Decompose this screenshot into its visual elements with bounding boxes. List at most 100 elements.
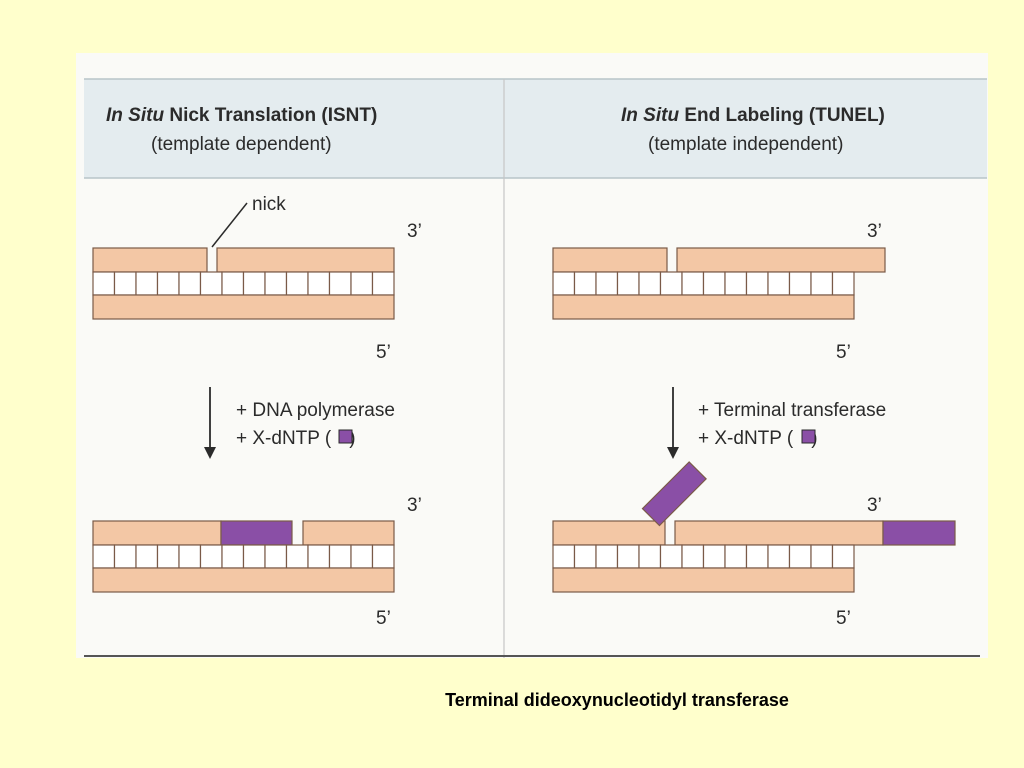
base-pair-rung (350, 271, 374, 296)
isnt-tunel-figure: In Situ Nick Translation (ISNT) (templat… (76, 53, 988, 658)
base-pair-rung (638, 544, 662, 569)
base-pair-rung (350, 544, 374, 569)
incorporated-label-block (220, 520, 293, 546)
base-pair-rung (595, 544, 619, 569)
base-pair-rung (307, 271, 331, 296)
right-step-enzyme: + Terminal transferase (698, 400, 886, 421)
base-pair-rung (745, 544, 769, 569)
base-pair-rung (285, 544, 309, 569)
left-dntp-prefix: + X-dNTP ( (236, 428, 332, 449)
base-pair-rung (113, 544, 137, 569)
base-pair-rung (264, 544, 288, 569)
base-pair-rung (328, 271, 352, 296)
base-pair-rung (573, 271, 597, 296)
left-dntp-swatch (338, 429, 353, 444)
right-title-rest: End Labeling (TUNEL) (679, 105, 885, 126)
base-pair-rung (92, 271, 116, 296)
right-down-arrow (667, 387, 679, 459)
left-title: In Situ Nick Translation (ISNT) (106, 105, 377, 126)
base-pair-rung (199, 271, 223, 296)
right-bottom-3prime: 3’ (867, 495, 882, 516)
header-band (84, 79, 987, 178)
base-pair-rung (573, 544, 597, 569)
base-pair-rung (659, 544, 683, 569)
base-pair-rung (724, 271, 748, 296)
base-pair-rung (92, 544, 116, 569)
top-strand-left-segment (92, 520, 222, 546)
base-pair-rung (831, 271, 855, 296)
base-pair-rung (285, 271, 309, 296)
base-pair-rung (371, 544, 395, 569)
base-pair-rung (788, 271, 812, 296)
right-bottom-dna (552, 461, 956, 593)
base-pair-rung (221, 271, 245, 296)
base-pair-rung (371, 271, 395, 296)
base-pair-rung (681, 544, 705, 569)
left-step-enzyme: + DNA polymerase (236, 400, 395, 421)
left-top-5prime: 5’ (376, 342, 391, 363)
top-strand-left-segment (552, 520, 666, 546)
top-strand-right-segment (676, 247, 886, 273)
base-pair-rung (135, 544, 159, 569)
base-pair-rung (638, 271, 662, 296)
base-pair-rung (724, 544, 748, 569)
tilted-label-block (641, 461, 707, 527)
base-pair-rung (178, 544, 202, 569)
base-pair-rung (113, 271, 137, 296)
base-pair-rung (221, 544, 245, 569)
left-title-rest: Nick Translation (ISNT) (164, 105, 377, 126)
base-pair-rung (242, 271, 266, 296)
left-subtitle: (template dependent) (151, 134, 332, 155)
base-pair-rung (135, 271, 159, 296)
base-pair-rung (702, 271, 726, 296)
base-pair-rung (810, 544, 834, 569)
left-title-italic: In Situ (106, 105, 164, 126)
right-subtitle: (template independent) (648, 134, 843, 155)
right-title: In Situ End Labeling (TUNEL) (621, 105, 885, 126)
right-dntp-swatch (801, 429, 816, 444)
left-bottom-5prime: 5’ (376, 608, 391, 629)
base-pair-rung (242, 544, 266, 569)
base-pair-rung (199, 544, 223, 569)
base-pair-rung (595, 271, 619, 296)
left-bottom-dna (92, 520, 395, 593)
terminal-label-block (882, 520, 956, 546)
bottom-strand (552, 294, 855, 320)
right-top-dna (552, 247, 886, 320)
base-pair-rung (702, 544, 726, 569)
base-pair-rung (552, 271, 576, 296)
top-strand-left-segment (552, 247, 668, 273)
base-pair-rung (328, 544, 352, 569)
nick-pointer (211, 202, 248, 248)
base-pair-rung (681, 271, 705, 296)
left-top-dna (92, 247, 395, 320)
top-strand-right-segment (674, 520, 884, 546)
nick-label: nick (252, 194, 286, 215)
base-pair-rung (264, 271, 288, 296)
base-pair-rung (616, 271, 640, 296)
base-pair-rung (307, 544, 331, 569)
top-strand-right-segment (216, 247, 395, 273)
base-pair-rung (156, 544, 180, 569)
base-pair-rung (552, 544, 576, 569)
base-pair-rung (810, 271, 834, 296)
bottom-strand (92, 294, 395, 320)
base-pair-rung (831, 544, 855, 569)
left-bottom-3prime: 3’ (407, 495, 422, 516)
base-pair-rung (788, 544, 812, 569)
base-pair-rung (659, 271, 683, 296)
right-title-italic: In Situ (621, 105, 679, 126)
right-dntp-prefix: + X-dNTP ( (698, 428, 794, 449)
top-strand-left-segment (92, 247, 208, 273)
left-top-3prime: 3’ (407, 221, 422, 242)
base-pair-rung (156, 271, 180, 296)
bottom-strand (552, 567, 855, 593)
slide-caption: Terminal dideoxynucleotidyl transferase (445, 690, 789, 710)
base-pair-rung (767, 544, 791, 569)
left-down-arrow (204, 387, 216, 459)
base-pair-rung (767, 271, 791, 296)
bottom-strand (92, 567, 395, 593)
base-pair-rung (616, 544, 640, 569)
right-bottom-5prime: 5’ (836, 608, 851, 629)
top-strand-right-segment (302, 520, 395, 546)
